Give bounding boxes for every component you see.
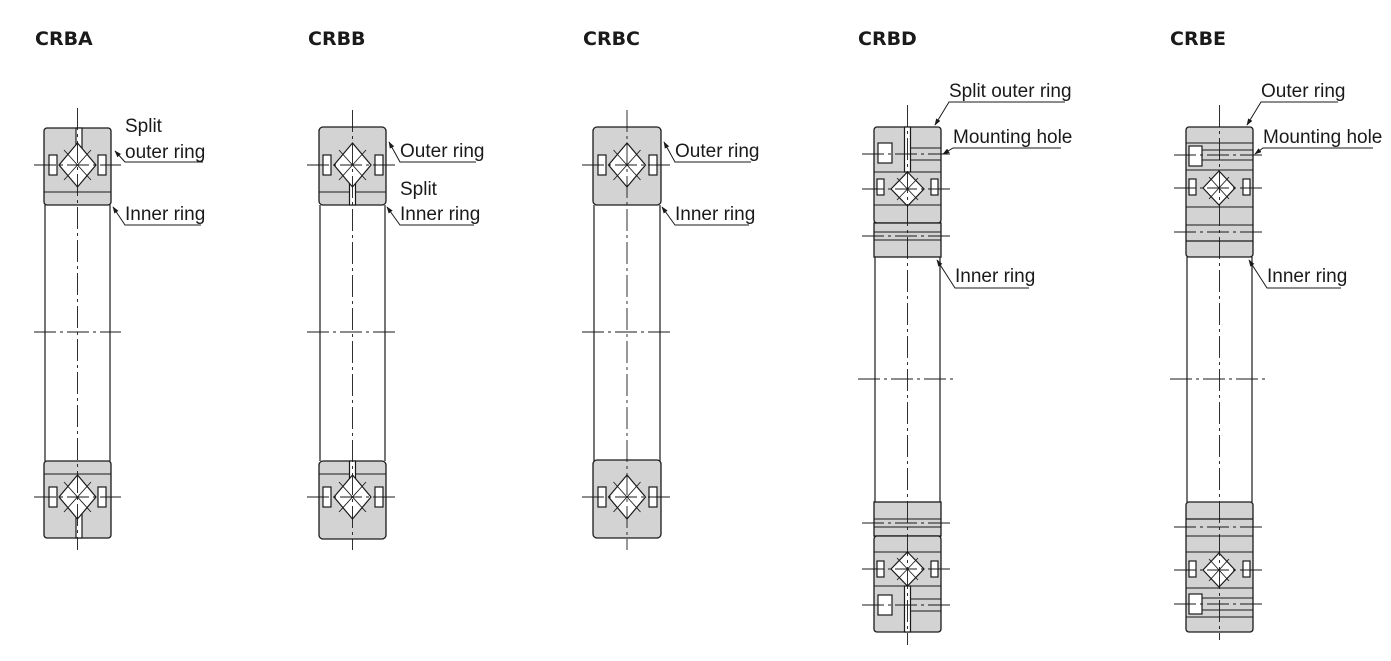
mounting-hole-leader bbox=[1254, 147, 1373, 155]
inner-ring-label: Inner ring bbox=[675, 204, 755, 225]
outer-ring-label: Outer ring bbox=[1261, 81, 1345, 102]
outer-ring-leader bbox=[1246, 101, 1338, 126]
diagram-title: CRBA bbox=[35, 28, 93, 50]
outer-ring-leader bbox=[388, 141, 476, 163]
split-outer-ring-label: Split outer ring bbox=[949, 81, 1072, 102]
inner-ring-label: Inner ring bbox=[1267, 266, 1347, 287]
outer-ring-label: Outer ring bbox=[675, 141, 759, 162]
outer-ring-leader bbox=[663, 141, 751, 163]
bearing-section-top bbox=[873, 126, 942, 258]
mounting-hole-label: Mounting hole bbox=[953, 127, 1072, 148]
split-label: Split bbox=[400, 179, 438, 200]
inner-ring-leader bbox=[1248, 259, 1341, 289]
mounting-hole-label: Mounting hole bbox=[1263, 127, 1382, 148]
inner-ring-label: Inner ring bbox=[955, 266, 1035, 287]
diagram-title: CRBD bbox=[858, 28, 917, 50]
inner-ring-leader bbox=[661, 206, 749, 226]
split-outer-ring-leader bbox=[114, 150, 203, 163]
inner-ring-leader bbox=[936, 259, 1029, 289]
outer-ring-label: outer ring bbox=[125, 142, 205, 163]
diagram-crbe: CRBE bbox=[1170, 28, 1382, 640]
outer-ring-label: Outer ring bbox=[400, 141, 484, 162]
diagram-crba: CRBA Spli bbox=[34, 28, 205, 550]
inner-ring-label: Inner ring bbox=[125, 204, 205, 225]
split-label: Split bbox=[125, 116, 163, 137]
diagram-crbb: CRBB Outer ring Split bbox=[307, 28, 484, 550]
inner-ring-leader bbox=[112, 206, 201, 226]
diagram-crbc: CRBC Outer ring Inner ring bbox=[582, 28, 759, 550]
mounting-hole-leader bbox=[942, 147, 1061, 155]
diagram-title: CRBE bbox=[1170, 28, 1226, 50]
inner-ring-label: Inner ring bbox=[400, 204, 480, 225]
split-inner-ring-leader bbox=[386, 206, 474, 226]
diagram-crbd: CRBD bbox=[858, 28, 1072, 645]
split-outer-ring-leader bbox=[934, 101, 1065, 126]
diagram-title: CRBC bbox=[583, 28, 640, 50]
diagram-title: CRBB bbox=[308, 28, 366, 50]
